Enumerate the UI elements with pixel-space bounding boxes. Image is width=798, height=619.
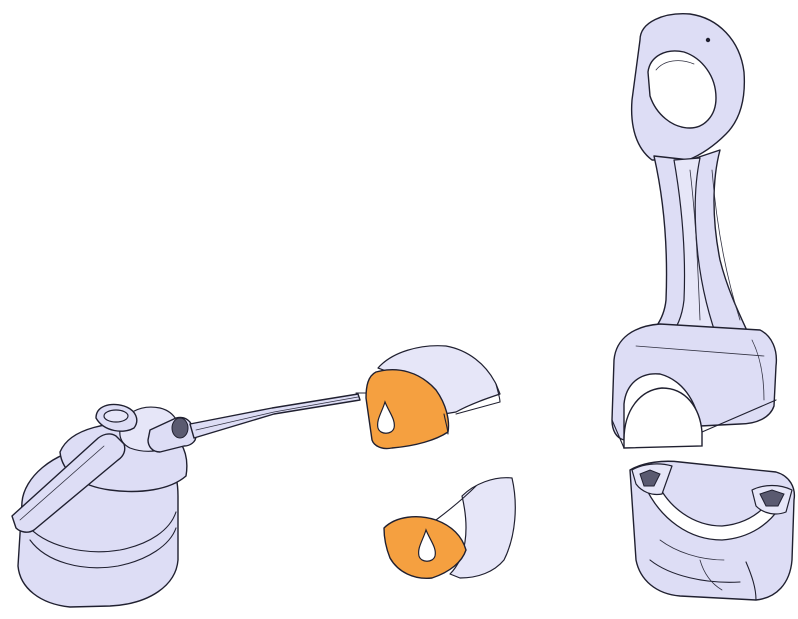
- upper-bearing-shell: [365, 345, 501, 450]
- oil-drop-icon: [377, 400, 395, 434]
- rod-cap-icon: [629, 460, 796, 601]
- oil-can-icon: [11, 392, 373, 608]
- oil-drop-icon: [418, 528, 436, 562]
- connecting-rod-icon: [611, 13, 778, 449]
- lower-bearing-shell: [383, 477, 516, 579]
